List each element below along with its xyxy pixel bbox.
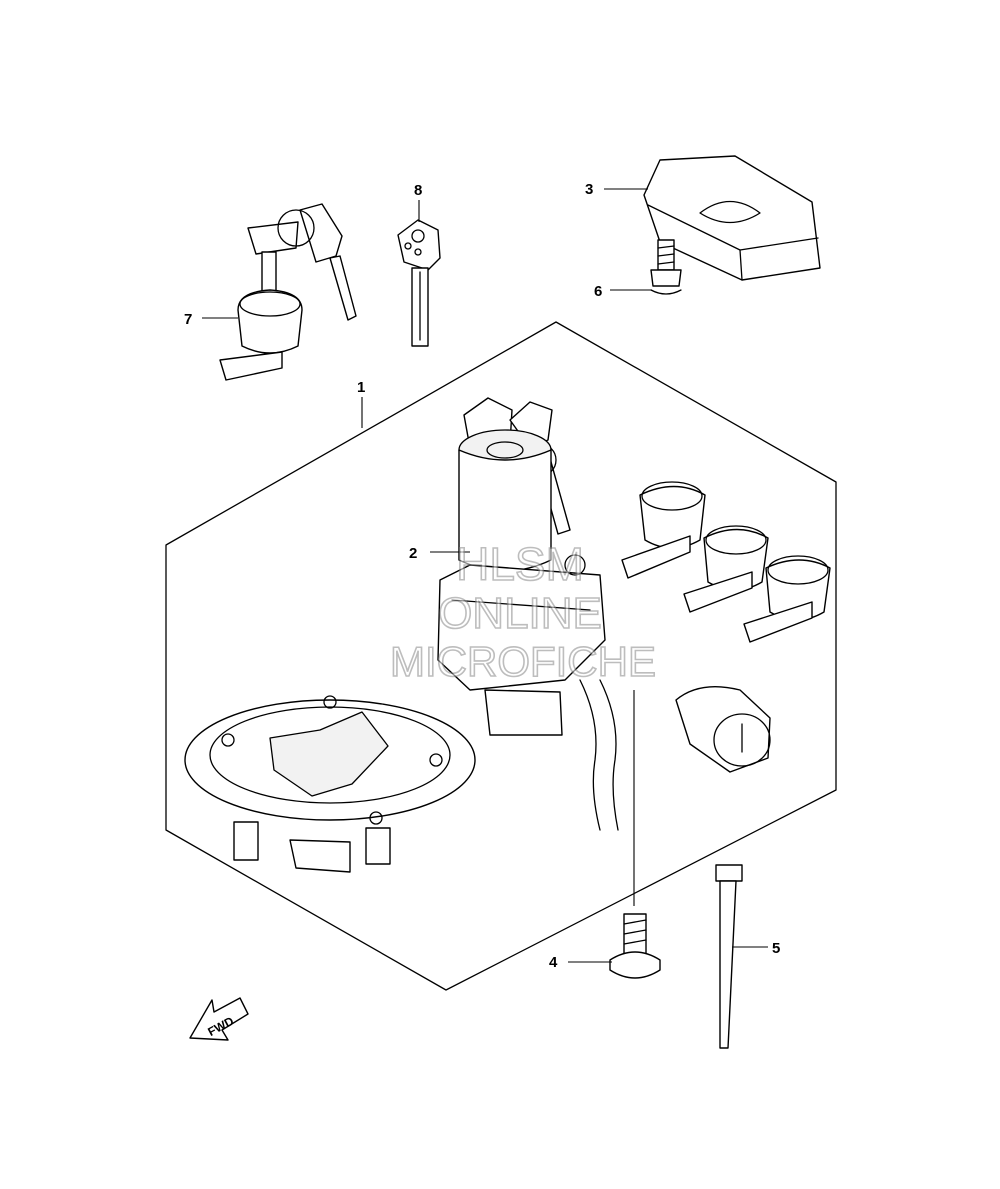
callout-6: 6 (594, 283, 602, 300)
leader-lines (202, 188, 768, 963)
lock-cylinder-2[interactable] (683, 525, 769, 613)
lock-cylinder-4[interactable] (675, 685, 771, 773)
part-5-cable-tie[interactable] (715, 864, 743, 1049)
fuel-cap-ring[interactable] (184, 695, 476, 873)
callout-8: 8 (414, 182, 422, 199)
lock-cylinder-3[interactable] (743, 555, 831, 643)
callout-4: 4 (549, 954, 558, 971)
part-2-ignition-switch[interactable] (437, 397, 619, 831)
assembly-boundary (165, 321, 837, 991)
part-7-lock-with-keys[interactable] (219, 203, 357, 381)
part-3-cover[interactable] (643, 155, 821, 281)
watermark: HLSM ONLINE MICROFICHE (389, 537, 657, 686)
watermark-line-2: ONLINE (438, 589, 602, 638)
callout-3: 3 (585, 181, 593, 198)
fwd-arrow: FWD (189, 997, 249, 1041)
watermark-line-3: MICROFICHE (390, 638, 656, 685)
part-8-key[interactable] (397, 219, 441, 347)
watermark-line-1: HLSM (456, 538, 584, 590)
part-4-screw[interactable] (609, 913, 661, 979)
callout-2: 2 (409, 545, 417, 562)
callout-5: 5 (772, 940, 780, 957)
callout-1: 1 (357, 379, 365, 396)
callout-7: 7 (184, 311, 192, 328)
part-6-bolt[interactable] (650, 239, 682, 295)
lock-cylinder-1[interactable] (621, 481, 706, 579)
